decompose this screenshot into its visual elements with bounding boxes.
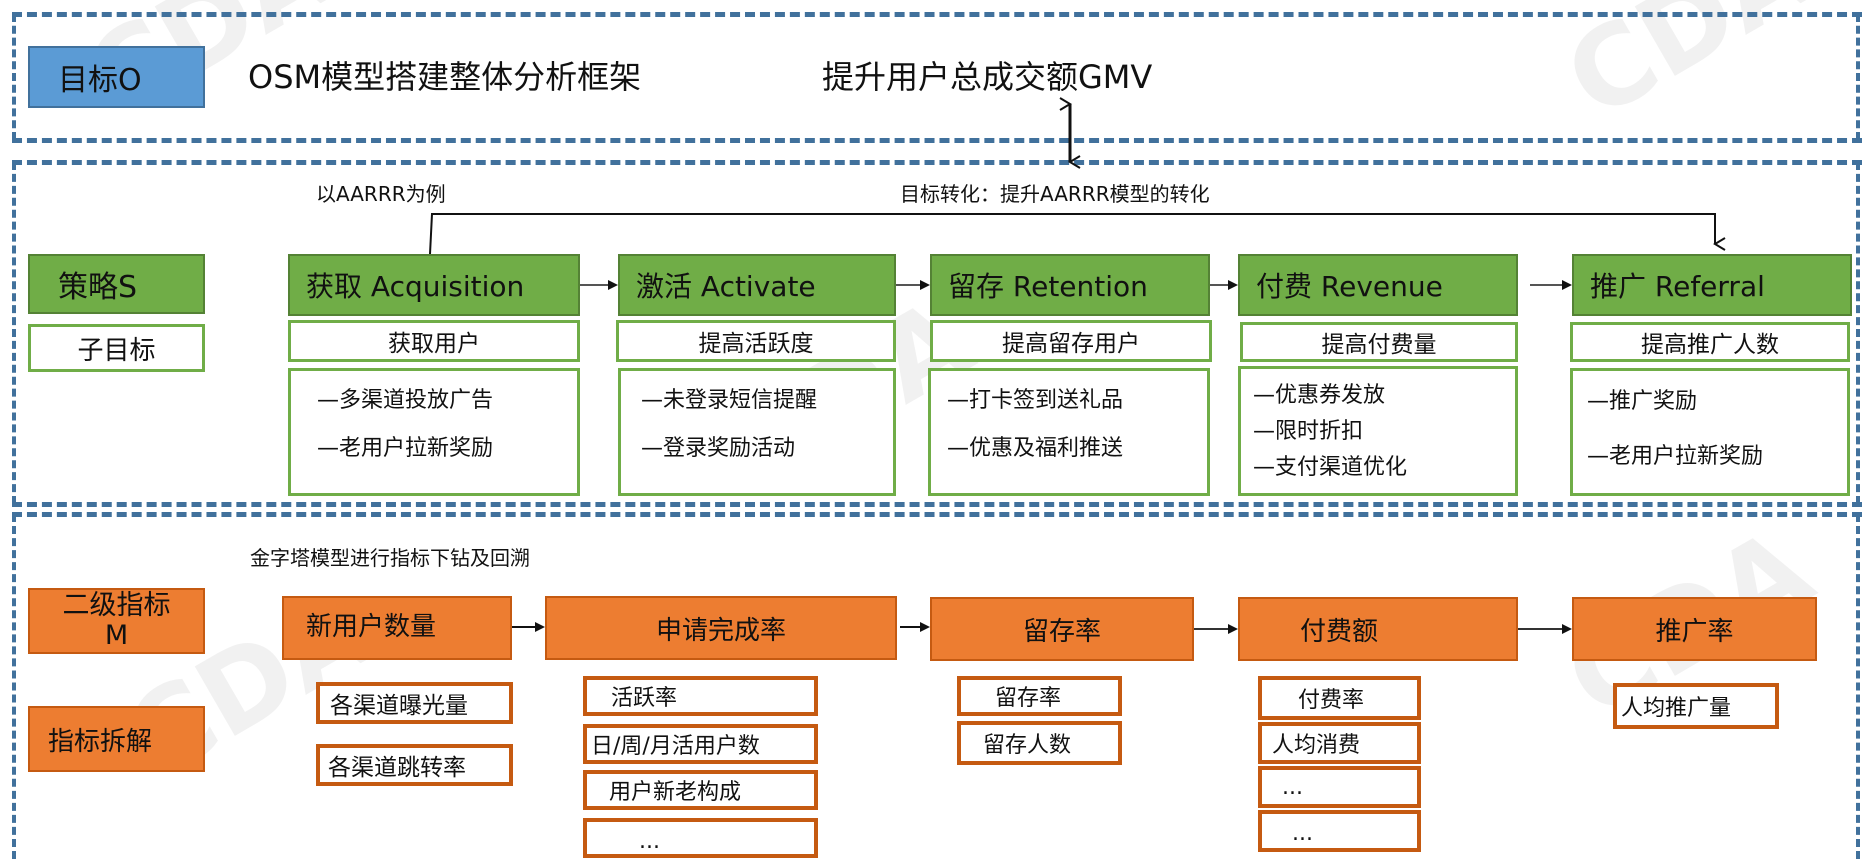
sub-metric: 人均消费 <box>1258 722 1421 764</box>
sub-metric-text: 人均推广量 <box>1621 696 1732 721</box>
stage-acquisition: 获取 Acquisition <box>288 254 580 316</box>
metric-payment-amount: 付费额 <box>1238 597 1518 661</box>
sub-metric: ... <box>1258 810 1421 852</box>
metric-retention-rate: 留存率 <box>930 597 1194 661</box>
stage-retention: 留存 Retention <box>930 254 1210 316</box>
level2-label-line2: M <box>104 620 129 651</box>
sub-metric-text: ... <box>639 829 660 854</box>
metric-title: 付费额 <box>1300 616 1379 647</box>
metric-title: 新用户数量 <box>306 611 437 642</box>
sub-metric-text: 日/周/月活用户数 <box>591 734 760 759</box>
stage-sub-goal: 提高活跃度 <box>616 320 896 362</box>
metric-new-users: 新用户数量 <box>282 596 512 660</box>
sub-metric-text: 各渠道曝光量 <box>330 693 468 719</box>
framework-title: OSM模型搭建整体分析框架 <box>248 58 642 96</box>
stage-sub-goal: 提高留存用户 <box>930 320 1212 362</box>
sub-metric-text: 付费率 <box>1298 688 1365 713</box>
metric-title: 留存率 <box>1022 616 1101 647</box>
level2-metric-label: 二级指标 M <box>28 588 205 654</box>
stage-sub-goal: 获取用户 <box>288 320 580 362</box>
objective-label-text: 目标O <box>58 63 142 98</box>
stage-title: 获取 Acquisition <box>306 270 525 303</box>
action-item: —未登录短信提醒 <box>641 388 818 413</box>
action-item: —优惠券发放 <box>1253 383 1386 408</box>
sub-metric: 留存率 <box>957 676 1122 716</box>
goal-text: 提升用户总成交额GMV <box>822 58 1153 96</box>
stage-revenue: 付费 Revenue <box>1238 254 1518 316</box>
sub-goal-text: 提高推广人数 <box>1641 332 1779 358</box>
stage-actions: —推广奖励 —老用户拉新奖励 <box>1570 368 1850 496</box>
action-item: —打卡签到送礼品 <box>947 388 1124 413</box>
sub-goal-label-text: 子目标 <box>77 335 156 366</box>
sub-goal-text: 提高付费量 <box>1321 332 1437 358</box>
breakdown-label-text: 指标拆解 <box>48 726 153 757</box>
sub-metric: 活跃率 <box>583 676 818 716</box>
sub-metric: 付费率 <box>1258 676 1421 720</box>
sub-metric: 用户新老构成 <box>583 770 818 810</box>
action-item: —推广奖励 <box>1587 389 1698 414</box>
conversion-note: 目标转化：提升AARRR模型的转化 <box>900 182 1210 206</box>
stage-sub-goal: 提高推广人数 <box>1570 322 1850 362</box>
sub-goal-text: 提高留存用户 <box>1002 331 1140 357</box>
breakdown-label: 指标拆解 <box>28 706 205 772</box>
sub-metric-text: 各渠道跳转率 <box>328 755 466 781</box>
sub-metric: 各渠道跳转率 <box>316 744 513 786</box>
sub-metric-text: 留存率 <box>995 686 1062 711</box>
sub-metric-text: 留存人数 <box>983 733 1072 758</box>
sub-metric: 日/周/月活用户数 <box>583 724 818 764</box>
example-note: 以AARRR为例 <box>316 182 446 206</box>
action-item: —支付渠道优化 <box>1253 455 1408 480</box>
action-item: —老用户拉新奖励 <box>317 436 494 461</box>
action-item: —老用户拉新奖励 <box>1587 444 1764 469</box>
sub-goal-text: 获取用户 <box>388 331 480 357</box>
strategy-label: 策略S <box>28 254 205 314</box>
stage-title: 激活 Activate <box>636 270 816 303</box>
strategy-label-text: 策略S <box>58 270 138 305</box>
stage-actions: —多渠道投放广告 —老用户拉新奖励 <box>288 368 580 496</box>
action-item: —登录奖励活动 <box>641 436 796 461</box>
pyramid-note: 金字塔模型进行指标下钻及回溯 <box>250 546 530 570</box>
sub-metric-text: ... <box>1282 775 1303 800</box>
sub-metric-text: ... <box>1292 821 1313 846</box>
metric-application-rate: 申请完成率 <box>545 596 897 660</box>
sub-metric-text: 用户新老构成 <box>609 780 742 805</box>
action-item: —多渠道投放广告 <box>317 388 494 413</box>
sub-goal-text: 提高活跃度 <box>698 331 814 357</box>
metric-title: 推广率 <box>1655 616 1734 647</box>
stage-sub-goal: 提高付费量 <box>1240 322 1518 362</box>
action-item: —优惠及福利推送 <box>947 436 1124 461</box>
sub-metric: 人均推广量 <box>1613 683 1779 729</box>
stage-title: 付费 Revenue <box>1256 270 1443 303</box>
sub-metric: ... <box>1258 766 1421 808</box>
sub-metric-text: 人均消费 <box>1272 733 1361 758</box>
action-item: —限时折扣 <box>1253 419 1364 444</box>
sub-metric: 各渠道曝光量 <box>316 682 513 724</box>
metric-title: 申请完成率 <box>655 615 786 646</box>
stage-activate: 激活 Activate <box>618 254 896 316</box>
sub-metric-text: 活跃率 <box>611 686 678 711</box>
stage-title: 留存 Retention <box>948 270 1148 303</box>
stage-title: 推广 Referral <box>1590 270 1765 303</box>
level2-label-line1: 二级指标 <box>62 590 171 621</box>
stage-actions: —未登录短信提醒 —登录奖励活动 <box>618 368 896 496</box>
stage-actions: —优惠券发放 —限时折扣 —支付渠道优化 <box>1238 366 1518 496</box>
objective-label: 目标O <box>28 46 205 108</box>
acquisition-referral-connector <box>429 213 1726 255</box>
sub-metric: 留存人数 <box>957 721 1122 765</box>
stage-referral: 推广 Referral <box>1572 254 1852 316</box>
stage-actions: —打卡签到送礼品 —优惠及福利推送 <box>928 368 1210 496</box>
sub-goal-label: 子目标 <box>28 324 205 372</box>
metric-referral-rate: 推广率 <box>1572 597 1817 661</box>
